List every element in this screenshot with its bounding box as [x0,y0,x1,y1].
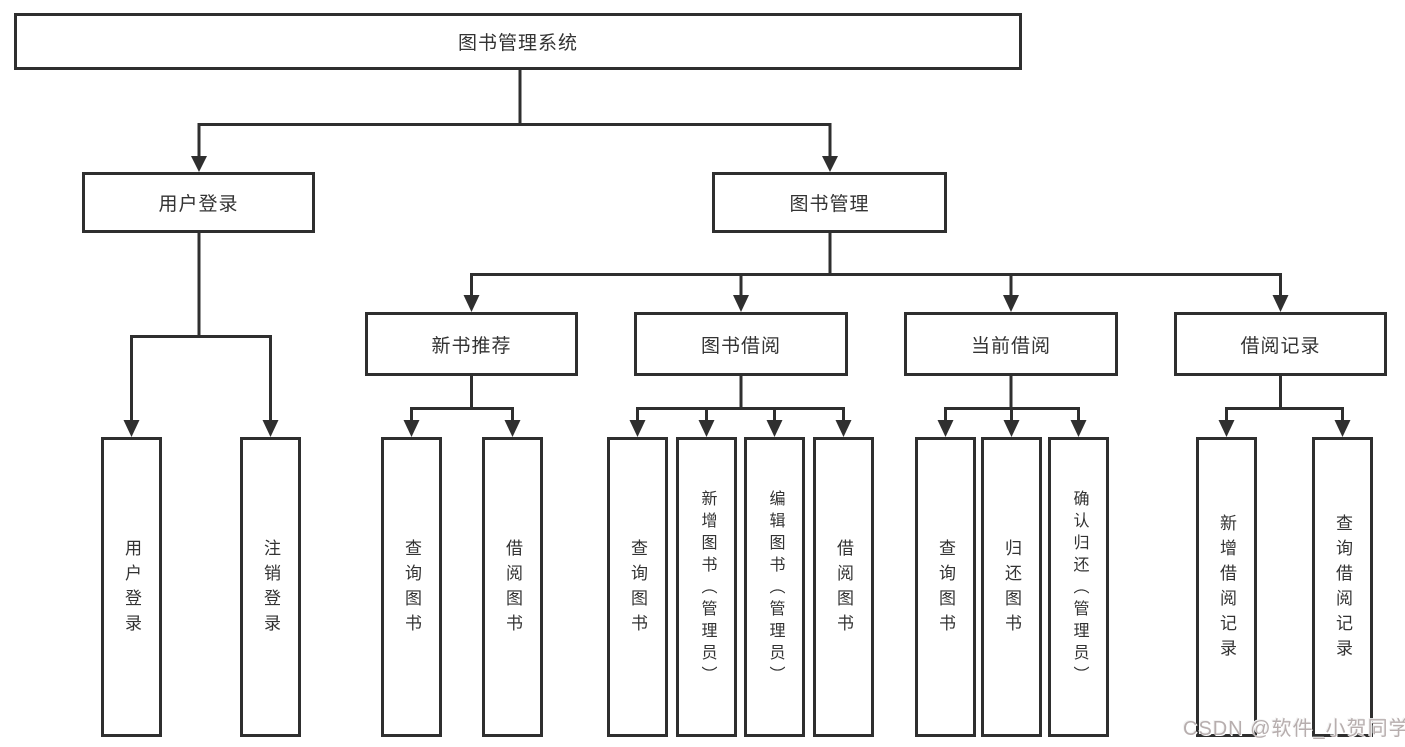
node-borrow-records: 借阅记录 [1174,312,1387,376]
csdn-watermark: CSDN @软件_小贺同学 [1183,718,1405,740]
leaf-return-books: 归还图书 [981,437,1042,737]
leaf-recommend-query-books: 查询图书 [381,437,442,737]
node-user-login: 用户登录 [82,172,315,233]
leaf-borrowing-query-books: 查询图书 [607,437,668,737]
arrow-down-icons [123,156,1351,437]
leaf-recommend-borrow-books: 借阅图书 [482,437,543,737]
node-current-borrowing: 当前借阅 [904,312,1118,376]
node-book-borrowing: 图书借阅 [634,312,848,376]
leaf-confirm-return-admin: 确认归还（管理员） [1048,437,1109,737]
leaf-query-borrow-record: 查询借阅记录 [1312,437,1373,737]
node-book-management: 图书管理 [712,172,947,233]
leaf-edit-books-admin: 编辑图书（管理员） [744,437,805,737]
leaf-add-borrow-record: 新增借阅记录 [1196,437,1257,737]
leaf-current-query-books: 查询图书 [915,437,976,737]
leaf-add-books-admin: 新增图书（管理员） [676,437,737,737]
leaf-logout: 注销登录 [240,437,301,737]
leaf-borrow-books: 借阅图书 [813,437,874,737]
leaf-user-login: 用户登录 [101,437,162,737]
node-new-book-recommend: 新书推荐 [365,312,578,376]
node-root: 图书管理系统 [14,13,1022,70]
